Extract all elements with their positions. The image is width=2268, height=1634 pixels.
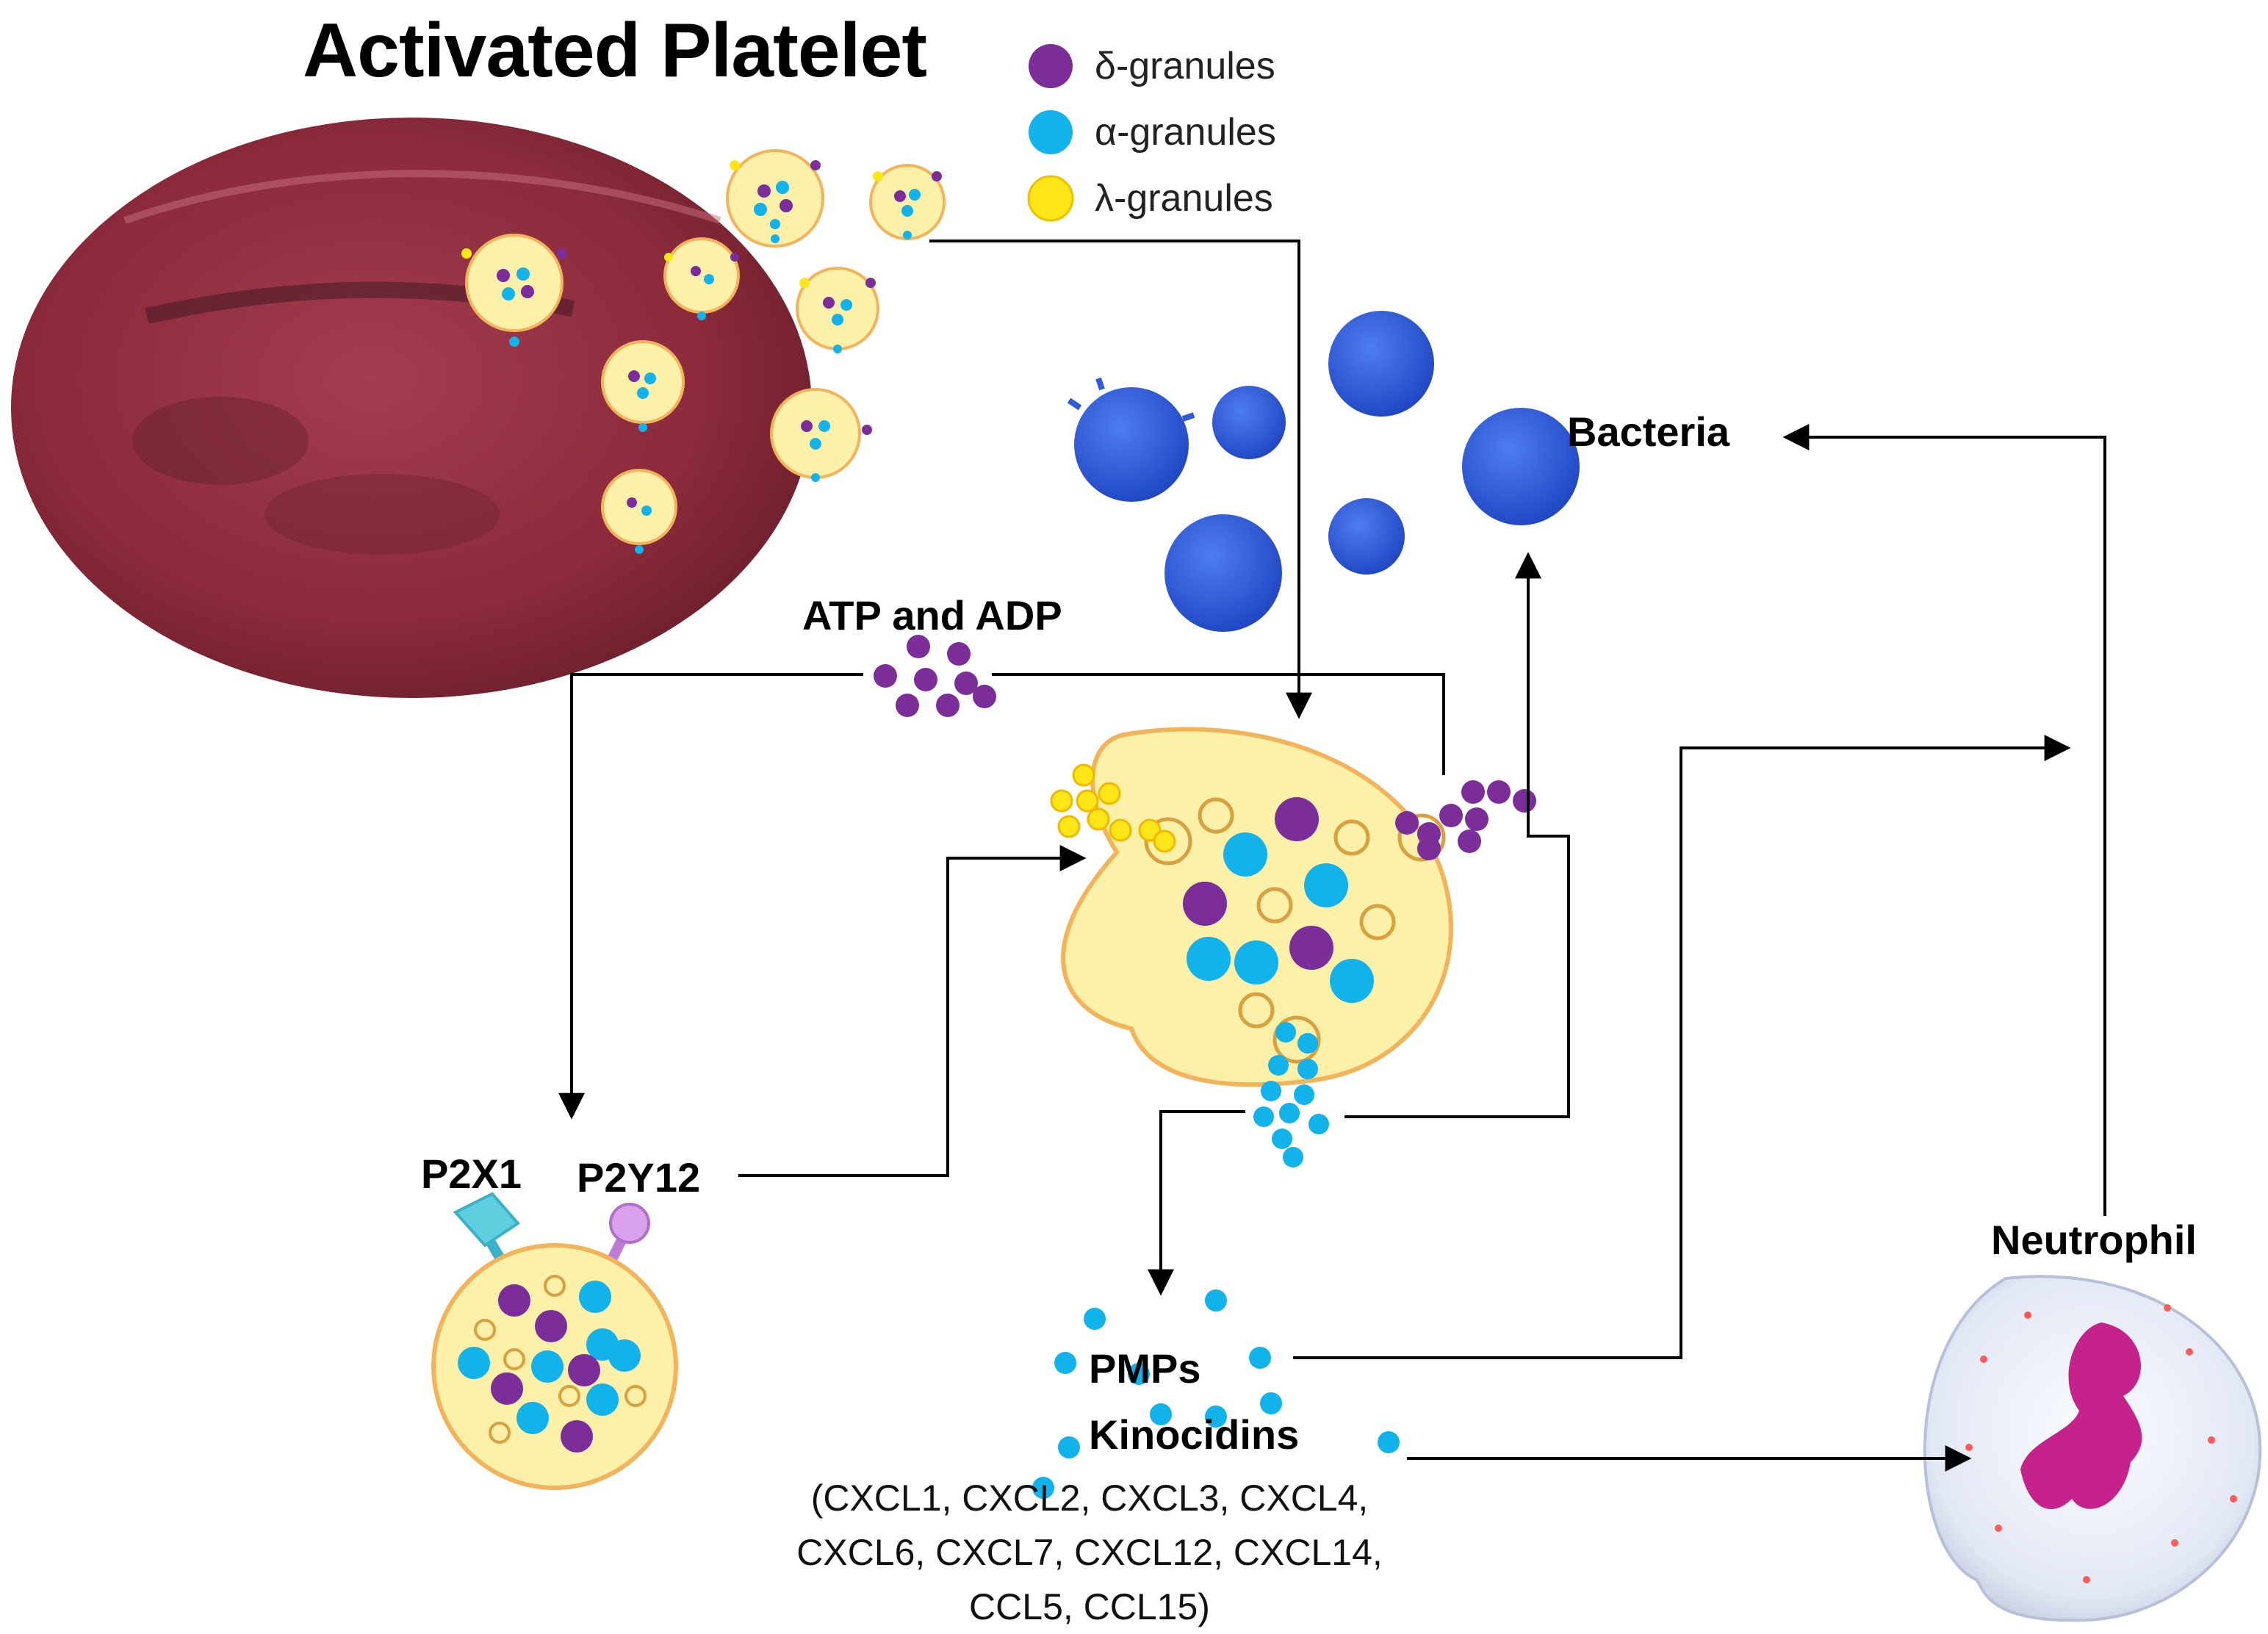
p2y12-receptor	[609, 1203, 650, 1244]
central-platelet	[1050, 727, 1536, 1167]
bacterium	[1462, 408, 1580, 525]
small-platelet	[796, 267, 879, 353]
neutrophil-label: Neutrophil	[1991, 1217, 2197, 1263]
arrow-atp-to-receptors	[558, 673, 863, 1120]
legend-dot-lambda	[1027, 175, 1074, 222]
legend-label-alpha: α-granules	[1095, 111, 1276, 154]
atp-adp-label: ATP and ADP	[802, 592, 1062, 638]
p2x1-receptor	[453, 1192, 521, 1248]
line-atp-to-delta	[992, 673, 1445, 775]
delta-release	[1395, 780, 1536, 860]
small-platelet	[601, 340, 685, 432]
legend-dot-alpha	[1029, 110, 1073, 154]
arrow-alpha-to-pmps	[1148, 1110, 1245, 1296]
legend-dot-delta	[1029, 44, 1073, 88]
bacteria-label: Bacteria	[1567, 408, 1730, 455]
pmp-dots	[1032, 1289, 1400, 1499]
p2y12-label: P2Y12	[577, 1154, 701, 1201]
small-platelet	[461, 234, 567, 347]
kinocidins-label: Kinocidins	[1089, 1411, 1300, 1458]
pmps-label: PMPs	[1089, 1345, 1201, 1392]
arrow-small-platelets-to-central	[929, 240, 1312, 719]
lambda-release	[1050, 763, 1176, 853]
legend-label-lambda: λ-granules	[1095, 177, 1273, 220]
connectors	[558, 240, 2106, 1472]
neutrophil-cell	[1923, 1275, 2262, 1622]
chemokines-line-3: CCL5, CCL15)	[969, 1586, 1210, 1627]
resting-platelet	[431, 1192, 678, 1490]
bacteria-cluster	[1067, 311, 1580, 632]
chemokines-line-2: CXCL6, CXCL7, CXCL12, CXCL14,	[796, 1532, 1383, 1573]
small-platelets	[461, 149, 946, 554]
alpha-release	[1253, 1022, 1329, 1167]
bacterium	[1067, 377, 1195, 502]
small-platelet	[770, 388, 872, 482]
chemokines-line-1: (CXCL1, CXCL2, CXCL3, CXCL4,	[810, 1478, 1369, 1519]
legend	[1027, 44, 1074, 222]
small-platelet	[726, 149, 824, 248]
arrow-receptors-to-central	[738, 845, 1087, 1177]
legend-label-delta: δ-granules	[1095, 45, 1275, 87]
clot-image	[11, 118, 812, 698]
bacterium	[1164, 514, 1282, 632]
small-platelet	[663, 237, 740, 320]
atp-adp-dots	[874, 635, 996, 717]
arrow-alpha-to-bacteria	[1344, 552, 1570, 1118]
bacterium	[1328, 498, 1405, 575]
bacterium	[1212, 386, 1286, 459]
arrow-neutrophil-to-bacteria	[1782, 424, 2106, 1216]
p2x1-label: P2X1	[421, 1151, 522, 1197]
diagram-title: Activated Platelet	[303, 8, 927, 93]
small-platelet	[601, 469, 677, 554]
arrow-pmps-to-neutrophil-top	[1293, 735, 2071, 1359]
bacterium	[1328, 311, 1434, 417]
small-platelet	[869, 164, 946, 240]
